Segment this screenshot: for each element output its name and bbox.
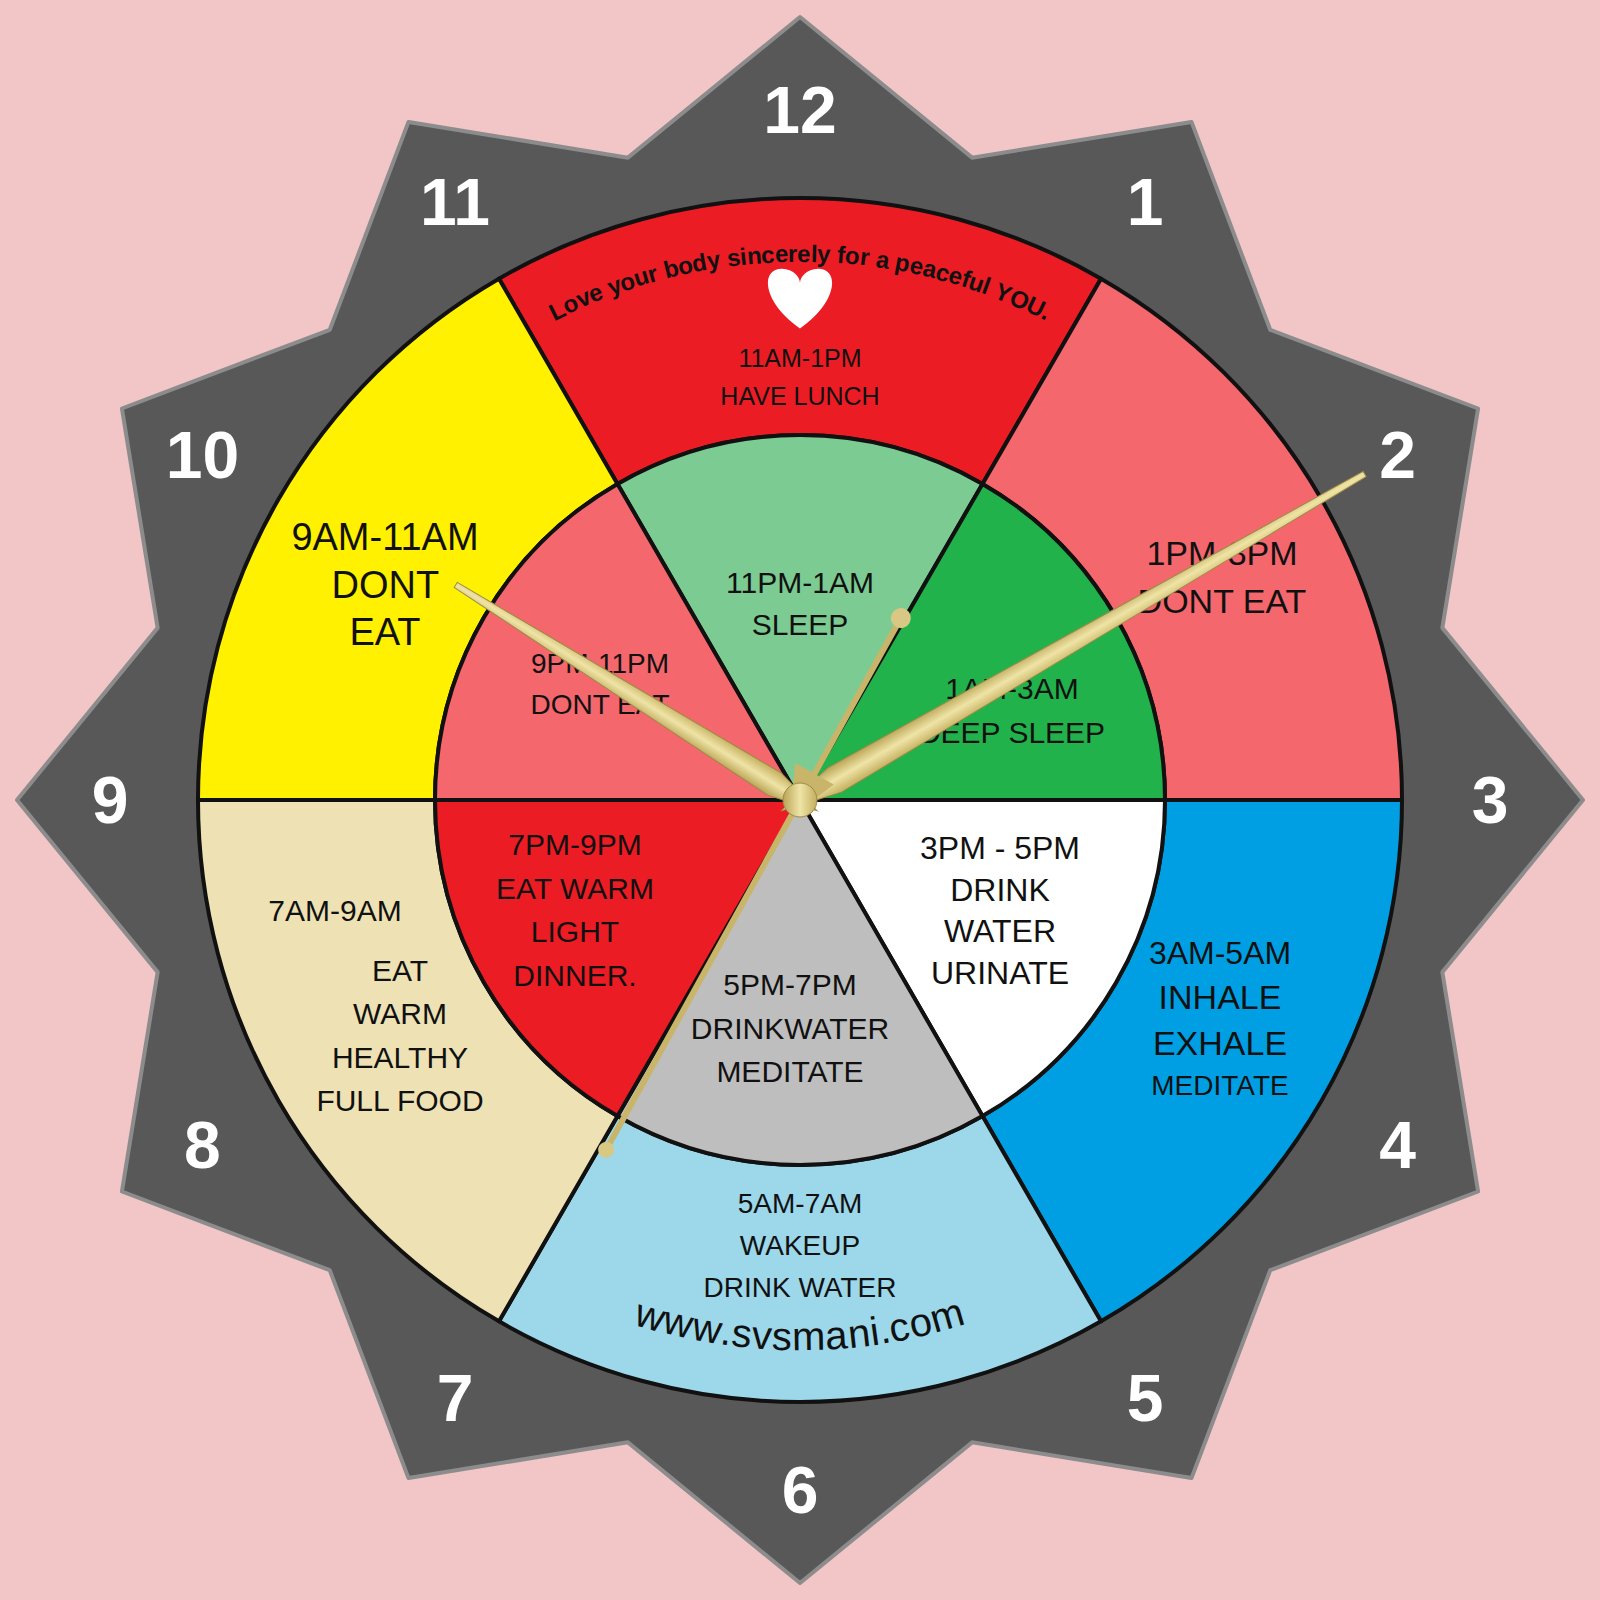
text-stack: 9AM-11AMDONT EAT [291,514,478,657]
clock-number: 8 [184,1112,221,1178]
curved-text: www.svsmani.com [611,1275,987,1376]
minute-hand [774,462,1372,823]
text-stack: 7PM-9PMEAT WARMLIGHTDINNER. [496,823,654,997]
second-hand [583,599,925,1168]
clock-number: 6 [782,1457,819,1523]
advice-text: MEDITATE [1151,1067,1288,1105]
advice-text: EAT [372,949,428,993]
glyph: r [788,240,798,269]
text-stack: 1PM-3PMDONT EAT [1138,530,1307,625]
glyph: s [771,1311,793,1360]
time-range: 7PM-9PM [508,823,641,867]
text-stack: 11PM-1AMSLEEP [726,562,874,646]
hour-hand [449,574,824,822]
glyph: y [817,240,832,269]
clock-number: 2 [1379,422,1416,488]
advice-text: HEALTHY [332,1036,468,1080]
glyph: e [774,240,788,269]
time-range: 3AM-5AM [1149,932,1291,975]
inner-sector: 7PM-9PMEAT WARMLIGHTDINNER. [432,797,803,1120]
center-cap [783,783,817,817]
clock-number: 4 [1379,1112,1416,1178]
advice-text: EAT WARM [496,867,654,911]
advice-text: FULL FOOD [316,1079,483,1123]
clock-number: 5 [1127,1365,1164,1431]
glyph: m [792,1312,826,1361]
advice-text: WARM [353,992,447,1036]
sector-fill [435,800,800,1116]
advice-text: WAKEUP [740,1225,860,1267]
heart-symbol [768,269,832,329]
glyph: a [874,245,892,275]
curved-text: Love your body sincerely for a peaceful … [533,230,1070,337]
time-range: 11PM-1AM [726,562,874,604]
glyph: n [745,241,762,271]
text-stack: 11AM-1PMHAVE LUNCH [720,340,879,415]
advice-text: 11AM-1PM [738,340,861,378]
advice-text: LIGHT [531,910,619,954]
advice-text: HAVE LUNCH [720,377,879,415]
glyph: l [810,240,817,269]
time-range: 5AM-7AM [738,1183,862,1225]
time-range: 7AM-9AM [268,889,401,933]
advice-text: DRINK WATER [704,1267,897,1309]
advice-text: DONT EAT [332,561,439,656]
clock-number: 11 [420,169,490,235]
advice-text: DINNER. [513,954,636,998]
glyph: c [760,240,775,270]
clock-number: 3 [1472,767,1509,833]
clock-number: 12 [763,77,836,143]
clock-number: 1 [1127,169,1164,235]
clock-number: 10 [166,422,239,488]
time-range: 9AM-11AM [291,514,478,562]
advice-text: DRINKWATER MEDITATE [691,1006,889,1093]
glyph: r [858,243,871,273]
clock-number: 9 [92,767,129,833]
time-range: 3PM - 5PM [920,828,1080,870]
advice-text: DRINK WATER URINATE [931,869,1069,994]
advice-text: INHALE EXHALE [1153,975,1287,1067]
text-stack: 5PM-7PMDRINKWATER MEDITATE [691,963,889,1094]
text-stack: 3PM - 5PMDRINK WATER URINATE [920,828,1080,994]
glyph: e [797,240,811,269]
advice-text: SLEEP [752,604,849,646]
text-stack: 3AM-5AMINHALE EXHALEMEDITATE [1149,932,1291,1105]
time-range: 5PM-7PM [723,963,856,1007]
text-stack: 5AM-7AMWAKEUPDRINK WATER [704,1183,897,1309]
clock-number: 7 [437,1365,474,1431]
star-outline [17,17,1583,1583]
glyph: v [751,1310,774,1359]
